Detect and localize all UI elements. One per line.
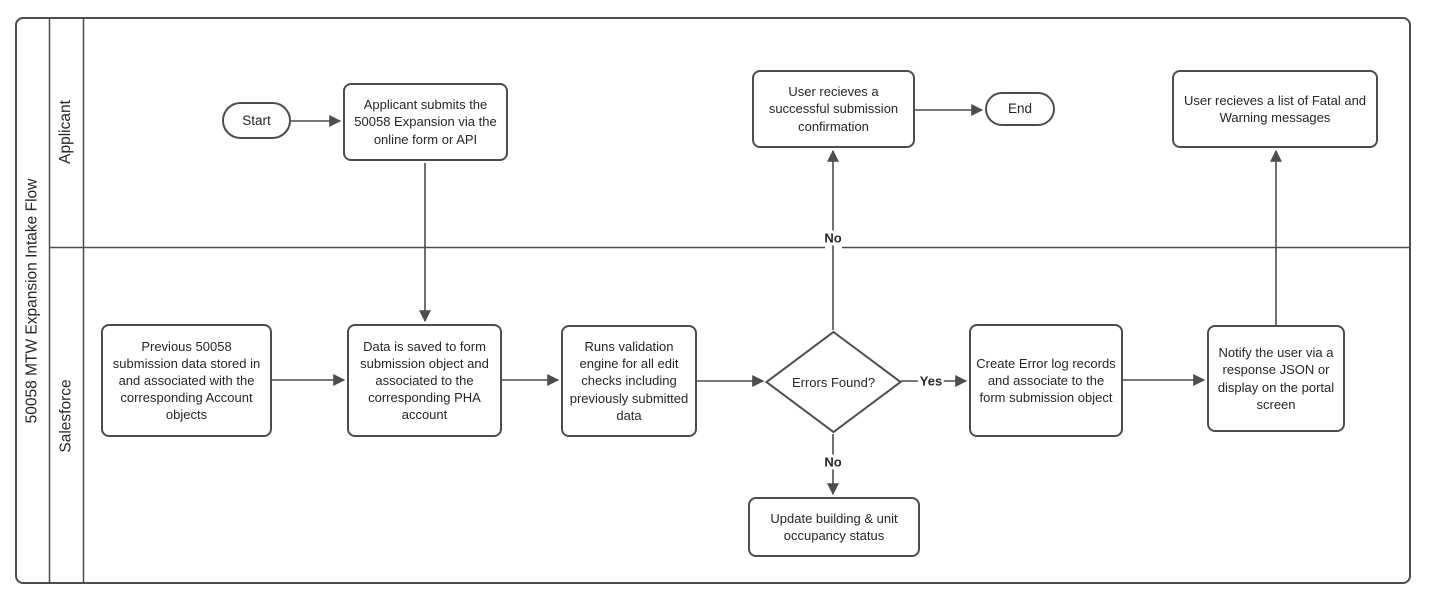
node-end: End	[985, 92, 1055, 126]
node-start: Start	[222, 102, 291, 139]
lane-label-applicant: Applicant	[57, 100, 74, 164]
lane-label-salesforce: Salesforce	[57, 378, 74, 453]
node-data-saved: Data is saved to form submission object …	[347, 324, 502, 437]
node-success-confirmation: User recieves a successful submission co…	[752, 70, 915, 148]
diagram-title: 50058 MTW Expansion Intake Flow	[23, 178, 40, 423]
node-fatal-warning-list: User recieves a list of Fatal and Warnin…	[1172, 70, 1378, 148]
edge-label-yes: Yes	[917, 373, 945, 389]
swimlane-frame	[15, 17, 1411, 584]
node-errors-found-label: Errors Found?	[791, 374, 876, 390]
errors-found-decision-diamond	[764, 330, 903, 434]
node-previous-submission-data: Previous 50058 submission data stored in…	[101, 324, 272, 437]
node-update-occupancy: Update building & unit occupancy status	[748, 497, 920, 557]
node-applicant-submits: Applicant submits the 50058 Expansion vi…	[343, 83, 508, 161]
node-notify-user: Notify the user via a response JSON or d…	[1207, 325, 1345, 432]
edge-label-no-to-confirmation: No	[822, 230, 844, 246]
node-runs-validation: Runs validation engine for all edit chec…	[561, 325, 697, 437]
node-create-error-log: Create Error log records and associate t…	[969, 324, 1123, 437]
edge-label-no-to-occupancy: No	[822, 454, 844, 470]
